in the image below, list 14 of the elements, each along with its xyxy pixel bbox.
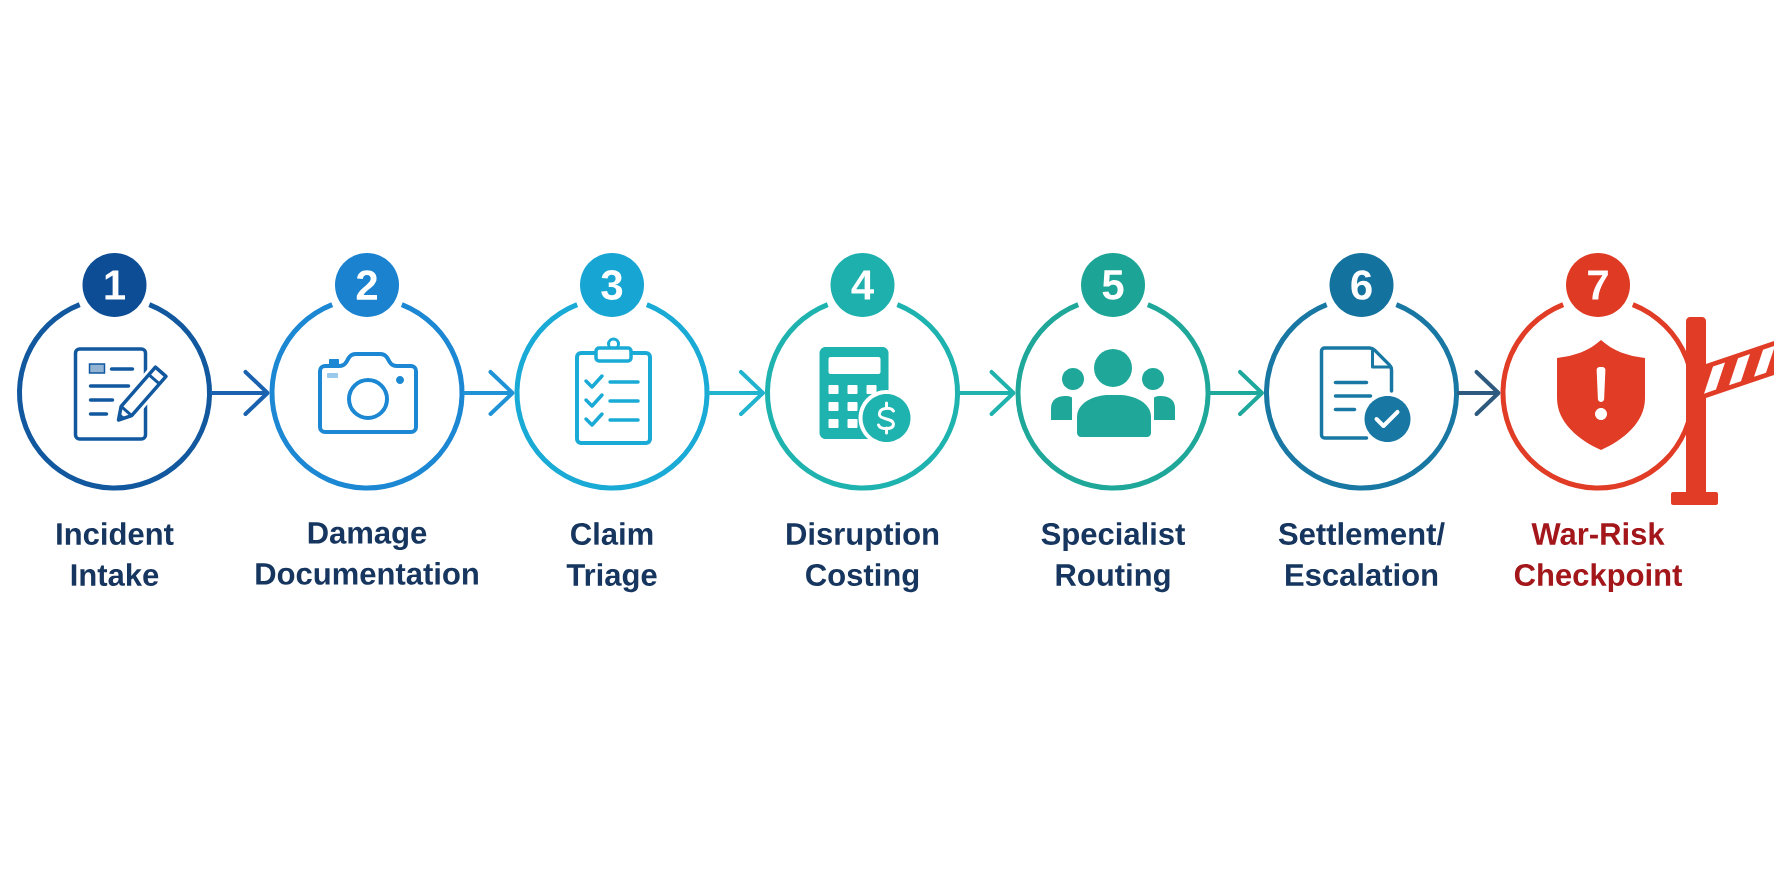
step-label: Specialist Routing bbox=[1041, 522, 1185, 593]
step-label: War-Risk Checkpoint bbox=[1514, 522, 1683, 593]
step-label: Damage Documentation bbox=[256, 522, 478, 585]
step-label: Disruption Costing bbox=[787, 522, 939, 593]
number-badge: 6 bbox=[1329, 253, 1394, 317]
step-label: Settlement/ Escalation bbox=[1278, 522, 1445, 586]
number-badge: 2 bbox=[335, 253, 399, 317]
number-badge: 5 bbox=[1081, 253, 1145, 317]
number-badge: 3 bbox=[580, 253, 644, 317]
number-badge: 1 bbox=[82, 253, 147, 317]
number-badge: 7 bbox=[1566, 253, 1630, 317]
number-badge: 4 bbox=[830, 253, 895, 317]
step-label: Incident Intake bbox=[57, 522, 174, 586]
step-label: Claim Triage bbox=[566, 522, 657, 593]
